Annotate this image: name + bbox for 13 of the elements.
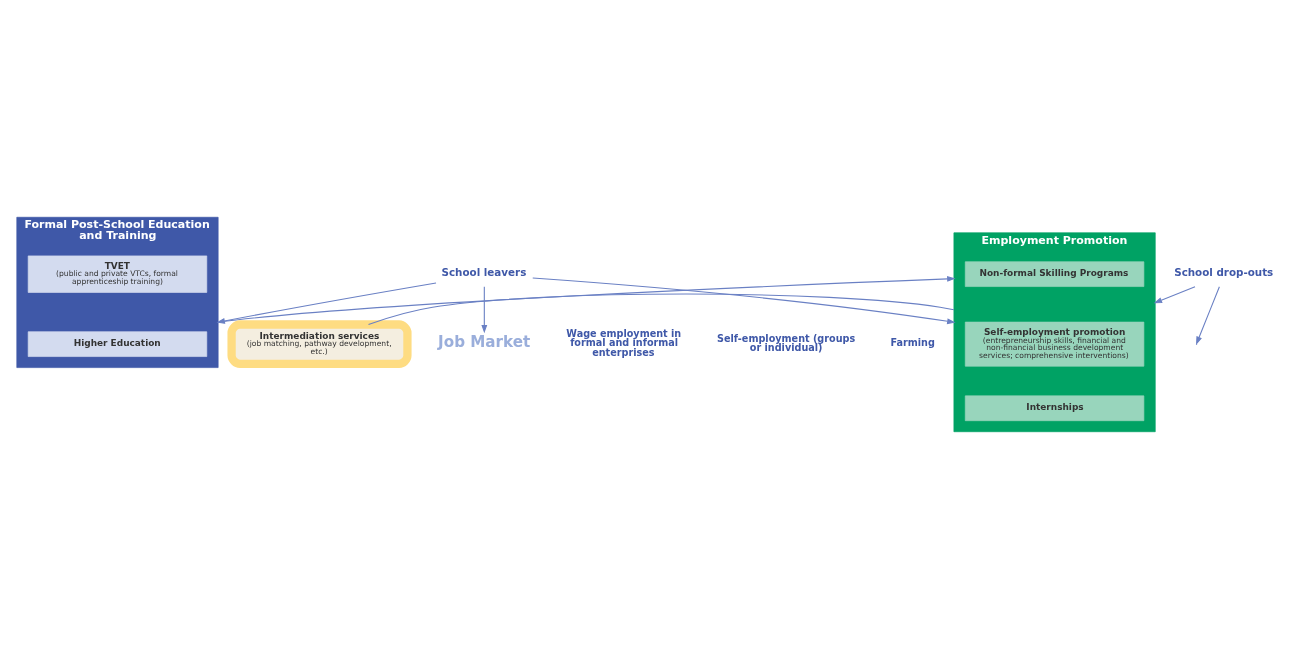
node-text: School drop-outs: [1174, 265, 1274, 278]
node-box: Internships: [964, 395, 1145, 421]
node-text: School leavers: [441, 265, 527, 278]
arrow: [481, 285, 488, 333]
connector: [367, 293, 955, 325]
node-box: Higher Education: [27, 330, 208, 357]
label: Wage employment in formal and informal enterprises: [566, 327, 682, 358]
arrow: [1153, 285, 1196, 303]
label: Farming: [890, 336, 935, 348]
label: Self-employment (groups or individual): [717, 332, 856, 353]
node-box: Non-formal Skilling Programs: [964, 260, 1145, 287]
arrow: [532, 277, 956, 324]
node-text: Job Market: [438, 332, 531, 351]
